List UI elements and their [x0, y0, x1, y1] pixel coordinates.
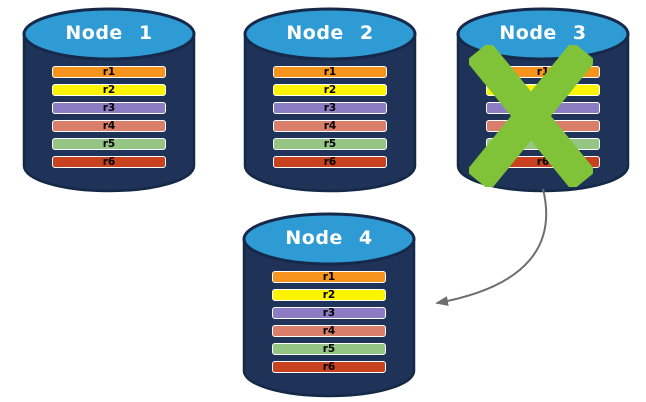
- node-2: Node 2 r1 r2 r3 r4 r5 r6: [242, 7, 418, 193]
- node-title: Node 3: [499, 22, 587, 44]
- replica-row-r5: r5: [272, 343, 386, 355]
- replica-row-r1: r1: [273, 66, 387, 78]
- replica-rows: r1 r2 r3 r4 r5 r6: [52, 66, 166, 174]
- failover-arrow: [435, 188, 548, 306]
- replica-row-r1: r1: [52, 66, 166, 78]
- replica-row-r6: r6: [52, 156, 166, 168]
- replica-row-r2: r2: [52, 84, 166, 96]
- failure-x-icon: [469, 45, 593, 187]
- replica-row-r5: r5: [273, 138, 387, 150]
- node-3: Node 3 r1 r2 r3 r4 r5 r6: [455, 7, 631, 193]
- node-4: Node 4 r1 r2 r3 r4 r5 r6: [241, 212, 417, 398]
- replica-row-r6: r6: [273, 156, 387, 168]
- replica-row-r5: r5: [52, 138, 166, 150]
- replica-row-r1: r1: [272, 271, 386, 283]
- replica-row-r2: r2: [273, 84, 387, 96]
- replica-rows: r1 r2 r3 r4 r5 r6: [272, 271, 386, 379]
- replica-row-r4: r4: [272, 325, 386, 337]
- replica-row-r4: r4: [273, 120, 387, 132]
- node-title: Node 2: [286, 22, 374, 44]
- replica-rows: r1 r2 r3 r4 r5 r6: [273, 66, 387, 174]
- replica-row-r3: r3: [272, 307, 386, 319]
- node-title: Node 4: [285, 227, 373, 249]
- replica-row-r2: r2: [272, 289, 386, 301]
- replica-row-r3: r3: [273, 102, 387, 114]
- node-title: Node 1: [65, 22, 153, 44]
- replica-row-r6: r6: [272, 361, 386, 373]
- replica-row-r3: r3: [52, 102, 166, 114]
- replica-row-r4: r4: [52, 120, 166, 132]
- node-1: Node 1 r1 r2 r3 r4 r5 r6: [21, 7, 197, 193]
